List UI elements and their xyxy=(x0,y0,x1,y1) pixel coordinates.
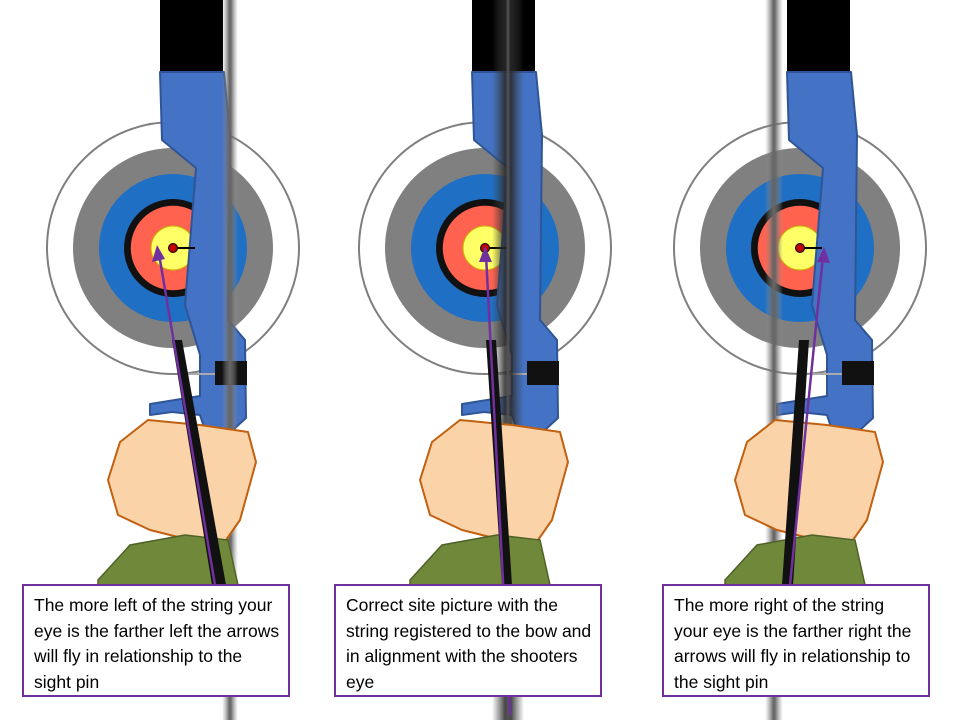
caption-eye-centered: Correct site picture with the string reg… xyxy=(334,584,602,697)
eye-line-arrowhead xyxy=(817,247,830,263)
eye-line-arrow xyxy=(157,253,217,586)
panel-eye-right xyxy=(673,0,927,720)
sight-pin-icon xyxy=(168,243,178,253)
sight-pin-icon xyxy=(795,243,805,253)
upper-limb xyxy=(787,0,850,76)
hand-shape xyxy=(107,419,257,541)
sight-assembly xyxy=(480,243,559,385)
sight-block xyxy=(842,361,874,385)
arrow-shaft xyxy=(172,340,226,585)
panel-eye-centered xyxy=(358,0,612,720)
caption-eye-right: The more right of the string your eye is… xyxy=(662,584,930,697)
panel-eye-left xyxy=(46,0,300,720)
hand-shape xyxy=(734,419,884,541)
eye-line-arrowhead xyxy=(479,246,492,262)
sleeve-shape xyxy=(409,534,551,586)
upper-limb xyxy=(160,0,223,76)
arrow-shaft xyxy=(782,340,809,585)
eye-line-arrowhead xyxy=(152,245,165,262)
eye-line-arrow xyxy=(788,255,825,586)
hand-shape xyxy=(419,419,569,541)
sight-assembly xyxy=(795,243,874,385)
sight-block xyxy=(527,361,559,385)
caption-eye-left: The more left of the string your eye is … xyxy=(22,584,290,697)
